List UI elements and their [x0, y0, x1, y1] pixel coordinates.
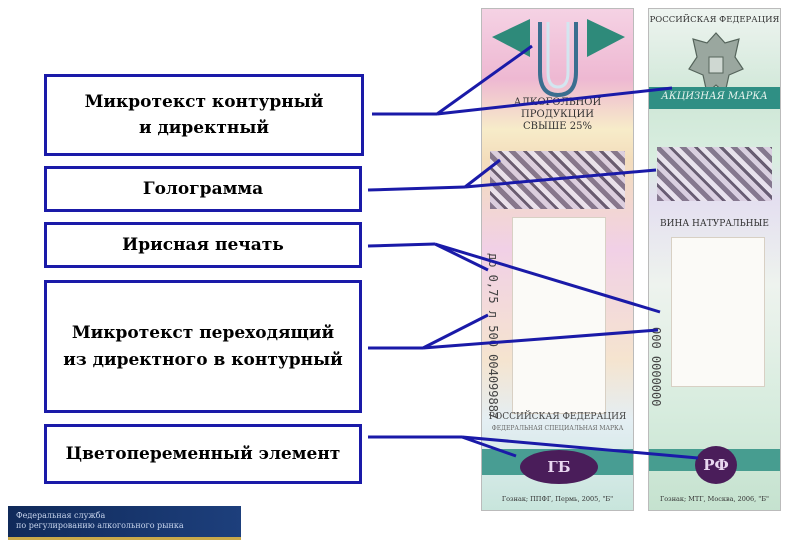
leader-line	[461, 435, 517, 458]
callout-hologram: Голограмма	[44, 166, 362, 212]
leader-line	[464, 158, 501, 189]
leader-line	[461, 435, 699, 460]
leader-line	[422, 328, 659, 350]
stamp-window	[512, 217, 606, 414]
stamp-subtitle: ФЕДЕРАЛЬНАЯ СПЕЦИАЛЬНАЯ МАРКА	[491, 425, 624, 432]
color-shift-emblem: ГБ	[520, 450, 598, 484]
leader-line	[436, 44, 533, 116]
excise-stamp-wine: РОССИЙСКАЯ ФЕДЕРАЦИЯ АКЦИЗНАЯ МАРКА ВИНА…	[648, 8, 781, 511]
callout-label: Цветопеременный элемент	[65, 443, 341, 464]
callout-label: Микротекст контурный и директный	[84, 91, 324, 138]
agency-logo: Федеральная служба по регулированию алко…	[8, 506, 241, 540]
leader-line	[422, 313, 489, 350]
stamp-country: РОССИЙСКАЯ ФЕДЕРАЦИЯ	[488, 412, 627, 422]
stamp-country: РОССИЙСКАЯ ФЕДЕРАЦИЯ	[649, 15, 780, 25]
leader-line	[436, 86, 673, 116]
callout-label: Голограмма	[142, 178, 264, 199]
stamp-printer: Гознак; ППФГ, Пермь, 2005, "Б"	[501, 495, 614, 503]
leader-line	[367, 185, 466, 192]
agency-name-line2: по регулированию алкогольного рынка	[16, 521, 184, 531]
stamp-category: ВИНА НАТУРАЛЬНЫЕ	[660, 219, 769, 229]
stamp-window	[671, 237, 765, 387]
callout-label: Микротекст переходящий из директного в к…	[63, 323, 343, 370]
callout-color-shift: Цветопеременный элемент	[44, 424, 362, 484]
coat-of-arms-icon	[688, 32, 744, 95]
stamp-ribbon: АКЦИЗНАЯ МАРКА	[649, 87, 780, 109]
callout-label: Ирисная печать	[122, 234, 284, 255]
color-shift-emblem: РФ	[695, 446, 737, 484]
agency-name-line1: Федеральная служба	[16, 511, 106, 520]
stamp-ribbon-text: АКЦИЗНАЯ МАРКА	[661, 91, 768, 102]
callout-iris-print: Ирисная печать	[44, 222, 362, 268]
leader-line	[367, 242, 436, 248]
leader-line	[434, 242, 489, 272]
hologram-strip	[657, 147, 772, 201]
leader-line	[464, 168, 657, 189]
callout-microtext-transition: Микротекст переходящий из директного в к…	[44, 280, 362, 413]
stamp-top-ornament	[492, 19, 625, 97]
stamp-printer: Гознак; МТГ, Москва, 2006, "Б"	[659, 495, 770, 503]
stamp-category-text: АЛКОГОЛЬНОЙ ПРОДУКЦИИ СВЫШЕ 25%	[513, 97, 602, 132]
leader-line	[434, 242, 661, 314]
callout-microtext-contour: Микротекст контурный и директный	[44, 74, 364, 156]
